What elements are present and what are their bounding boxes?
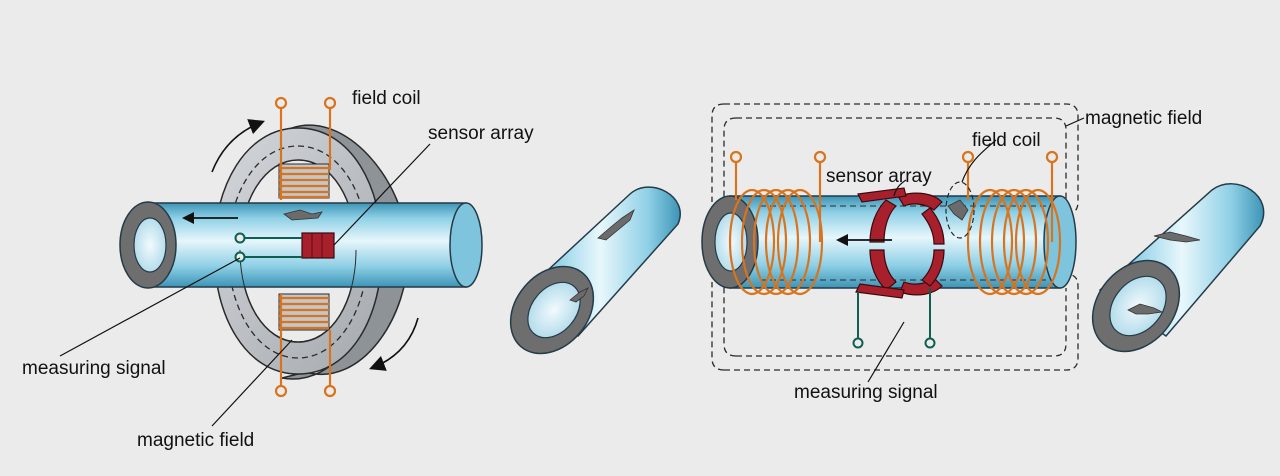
magnetic-field-label: magnetic field xyxy=(137,430,254,451)
coil-winding-icon xyxy=(278,293,330,331)
solenoid-coil-icon xyxy=(966,188,1062,296)
crack-icon xyxy=(597,208,635,241)
pipe-icon xyxy=(119,201,483,289)
magnetic-field-label: magnetic field xyxy=(1085,108,1202,129)
rotation-arrow-icon xyxy=(211,119,265,173)
left-diagram: field coil sensor array measuring signal… xyxy=(22,88,534,451)
leader-lines xyxy=(59,143,431,427)
solenoid-coil-icon xyxy=(728,188,824,296)
rotation-arrow-icon xyxy=(369,317,419,371)
sensor-block-icon xyxy=(301,232,335,259)
measuring-signal-label: measuring signal xyxy=(794,382,938,403)
right-diagram: magnetic field field coil sensor array m… xyxy=(701,103,1202,403)
crack-icon xyxy=(1153,231,1201,243)
flow-arrow-icon xyxy=(836,234,892,246)
crack-icon xyxy=(1127,303,1164,315)
measuring-signal-label: measuring signal xyxy=(22,358,166,379)
crack-icon xyxy=(569,287,589,303)
sensor-array-label: sensor array xyxy=(428,123,534,144)
pipe-icon xyxy=(1091,183,1265,353)
crack-highlight xyxy=(945,181,975,239)
sensor-ring-icon xyxy=(855,187,945,299)
signal-wire xyxy=(852,288,936,349)
pipe-sample-internal-crack xyxy=(1091,183,1265,353)
magnetic-field-lines xyxy=(711,103,1079,371)
flow-arrow-icon xyxy=(182,212,238,224)
field-coil-label: field coil xyxy=(352,88,421,109)
coil-winding-icon xyxy=(278,163,330,199)
crack-icon xyxy=(947,199,969,221)
field-coil-label: field coil xyxy=(972,130,1041,151)
pipe-sample-external-crack xyxy=(509,186,681,355)
pipe-icon xyxy=(509,186,681,355)
coil-lead xyxy=(274,96,337,398)
sensor-array-label: sensor array xyxy=(826,166,932,187)
crack-icon xyxy=(283,209,323,221)
leader-lines xyxy=(867,117,1085,383)
